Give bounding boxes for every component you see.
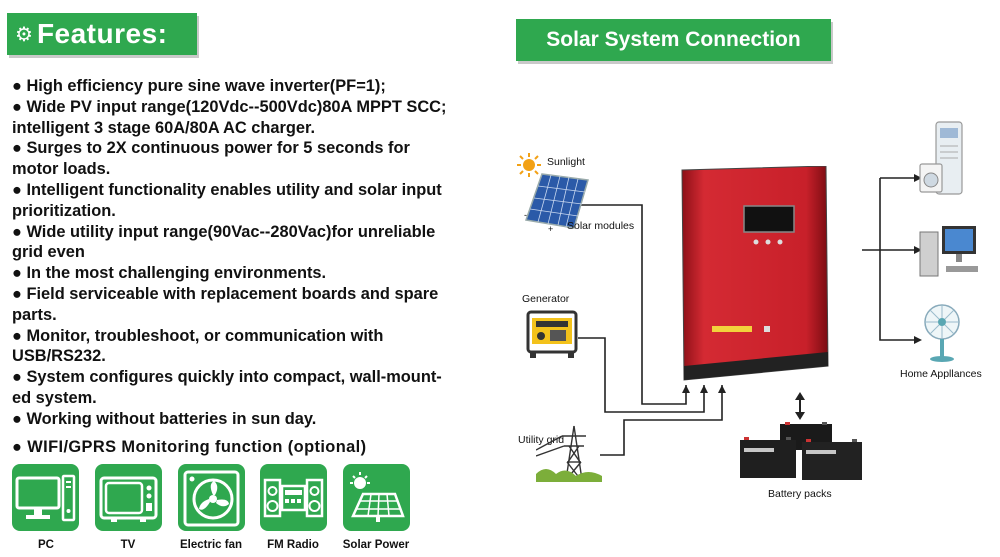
tv-tile: [95, 464, 162, 531]
pc-tile: [12, 464, 79, 531]
electric-fan-tile: [178, 464, 245, 531]
feature-line: ● Field serviceable with replacement boa…: [12, 284, 439, 303]
tile-label-electric-fan: Electric fan: [180, 539, 242, 551]
feature-line: parts.: [12, 305, 57, 324]
tv-icon: [99, 476, 158, 522]
generator-icon: [526, 310, 578, 358]
feature-line: ● Surges to 2X continuous power for 5 se…: [12, 139, 410, 158]
solar-modules-label: Solar modules: [567, 220, 635, 232]
feature-line: intelligent 3 stage 60A/80A AC charger.: [12, 118, 316, 137]
feature-line: USB/RS232.: [12, 347, 106, 366]
feature-line: ● Working without batteries in sun day.: [12, 409, 317, 428]
tile-label-tv: TV: [120, 539, 136, 551]
minus-terminal-sign: -: [524, 210, 527, 220]
wifi-monitoring-text: ● WIFI/GPRS Monitoring function (optiona…: [12, 438, 367, 456]
washing-machine-icon: [919, 163, 943, 193]
plus-terminal-sign: +: [548, 224, 554, 234]
feature-list: ● High efficiency pure sine wave inverte…: [12, 76, 492, 430]
feature-line: motor loads.: [12, 160, 111, 179]
computer-icon: [919, 226, 978, 277]
solar-panel-icon: [524, 173, 589, 229]
gear-icon: ⚙: [15, 23, 33, 46]
features-banner: ⚙ Features:: [7, 13, 197, 55]
solar-power-tile: [343, 464, 410, 531]
battery-packs-icon: [740, 422, 862, 480]
feature-line: ● High efficiency pure sine wave inverte…: [12, 77, 386, 95]
features-title: Features:: [36, 18, 168, 49]
generator-label: Generator: [522, 293, 570, 305]
feature-line: ● Intelligent functionality enables util…: [12, 180, 442, 199]
utility-grid-label: Utility grid: [518, 434, 565, 446]
tile-label-solar-power: Solar Power: [342, 539, 410, 551]
pc-icon: [15, 474, 76, 522]
feature-line: ● Monitor, troubleshoot, or communicatio…: [12, 326, 384, 345]
fan-icon: [924, 304, 960, 362]
tile-label-fm-radio: FM Radio: [267, 539, 319, 551]
home-appliances-label: Home Appllances: [900, 368, 982, 380]
solar-connection-banner: Solar System Connection: [516, 19, 831, 61]
feature-line: grid even: [12, 243, 85, 262]
feature-line: ● In the most challenging environments.: [12, 264, 327, 283]
utility-tower-icon: [536, 425, 602, 482]
feature-line: ● System configures quickly into compact…: [12, 368, 442, 387]
electric-fan-icon: [183, 470, 240, 527]
battery-packs-label: Battery packs: [768, 488, 832, 500]
inverter-icon: [681, 166, 829, 381]
fm-radio-icon: [263, 478, 324, 518]
solar-connection-title: Solar System Connection: [546, 28, 801, 51]
solar-power-icon: [350, 472, 405, 522]
feature-line: ● Wide PV input range(120Vdc--500Vdc)80A…: [12, 97, 447, 116]
feature-line: ● Wide utility input range(90Vac--280Vac…: [12, 222, 436, 241]
tile-label-pc: PC: [38, 539, 54, 551]
feature-line: prioritization.: [12, 201, 116, 220]
feature-line: ed system.: [12, 388, 97, 407]
fm-radio-tile: [260, 464, 327, 531]
sun-icon: [517, 153, 541, 177]
sunlight-label: Sunlight: [547, 156, 585, 168]
